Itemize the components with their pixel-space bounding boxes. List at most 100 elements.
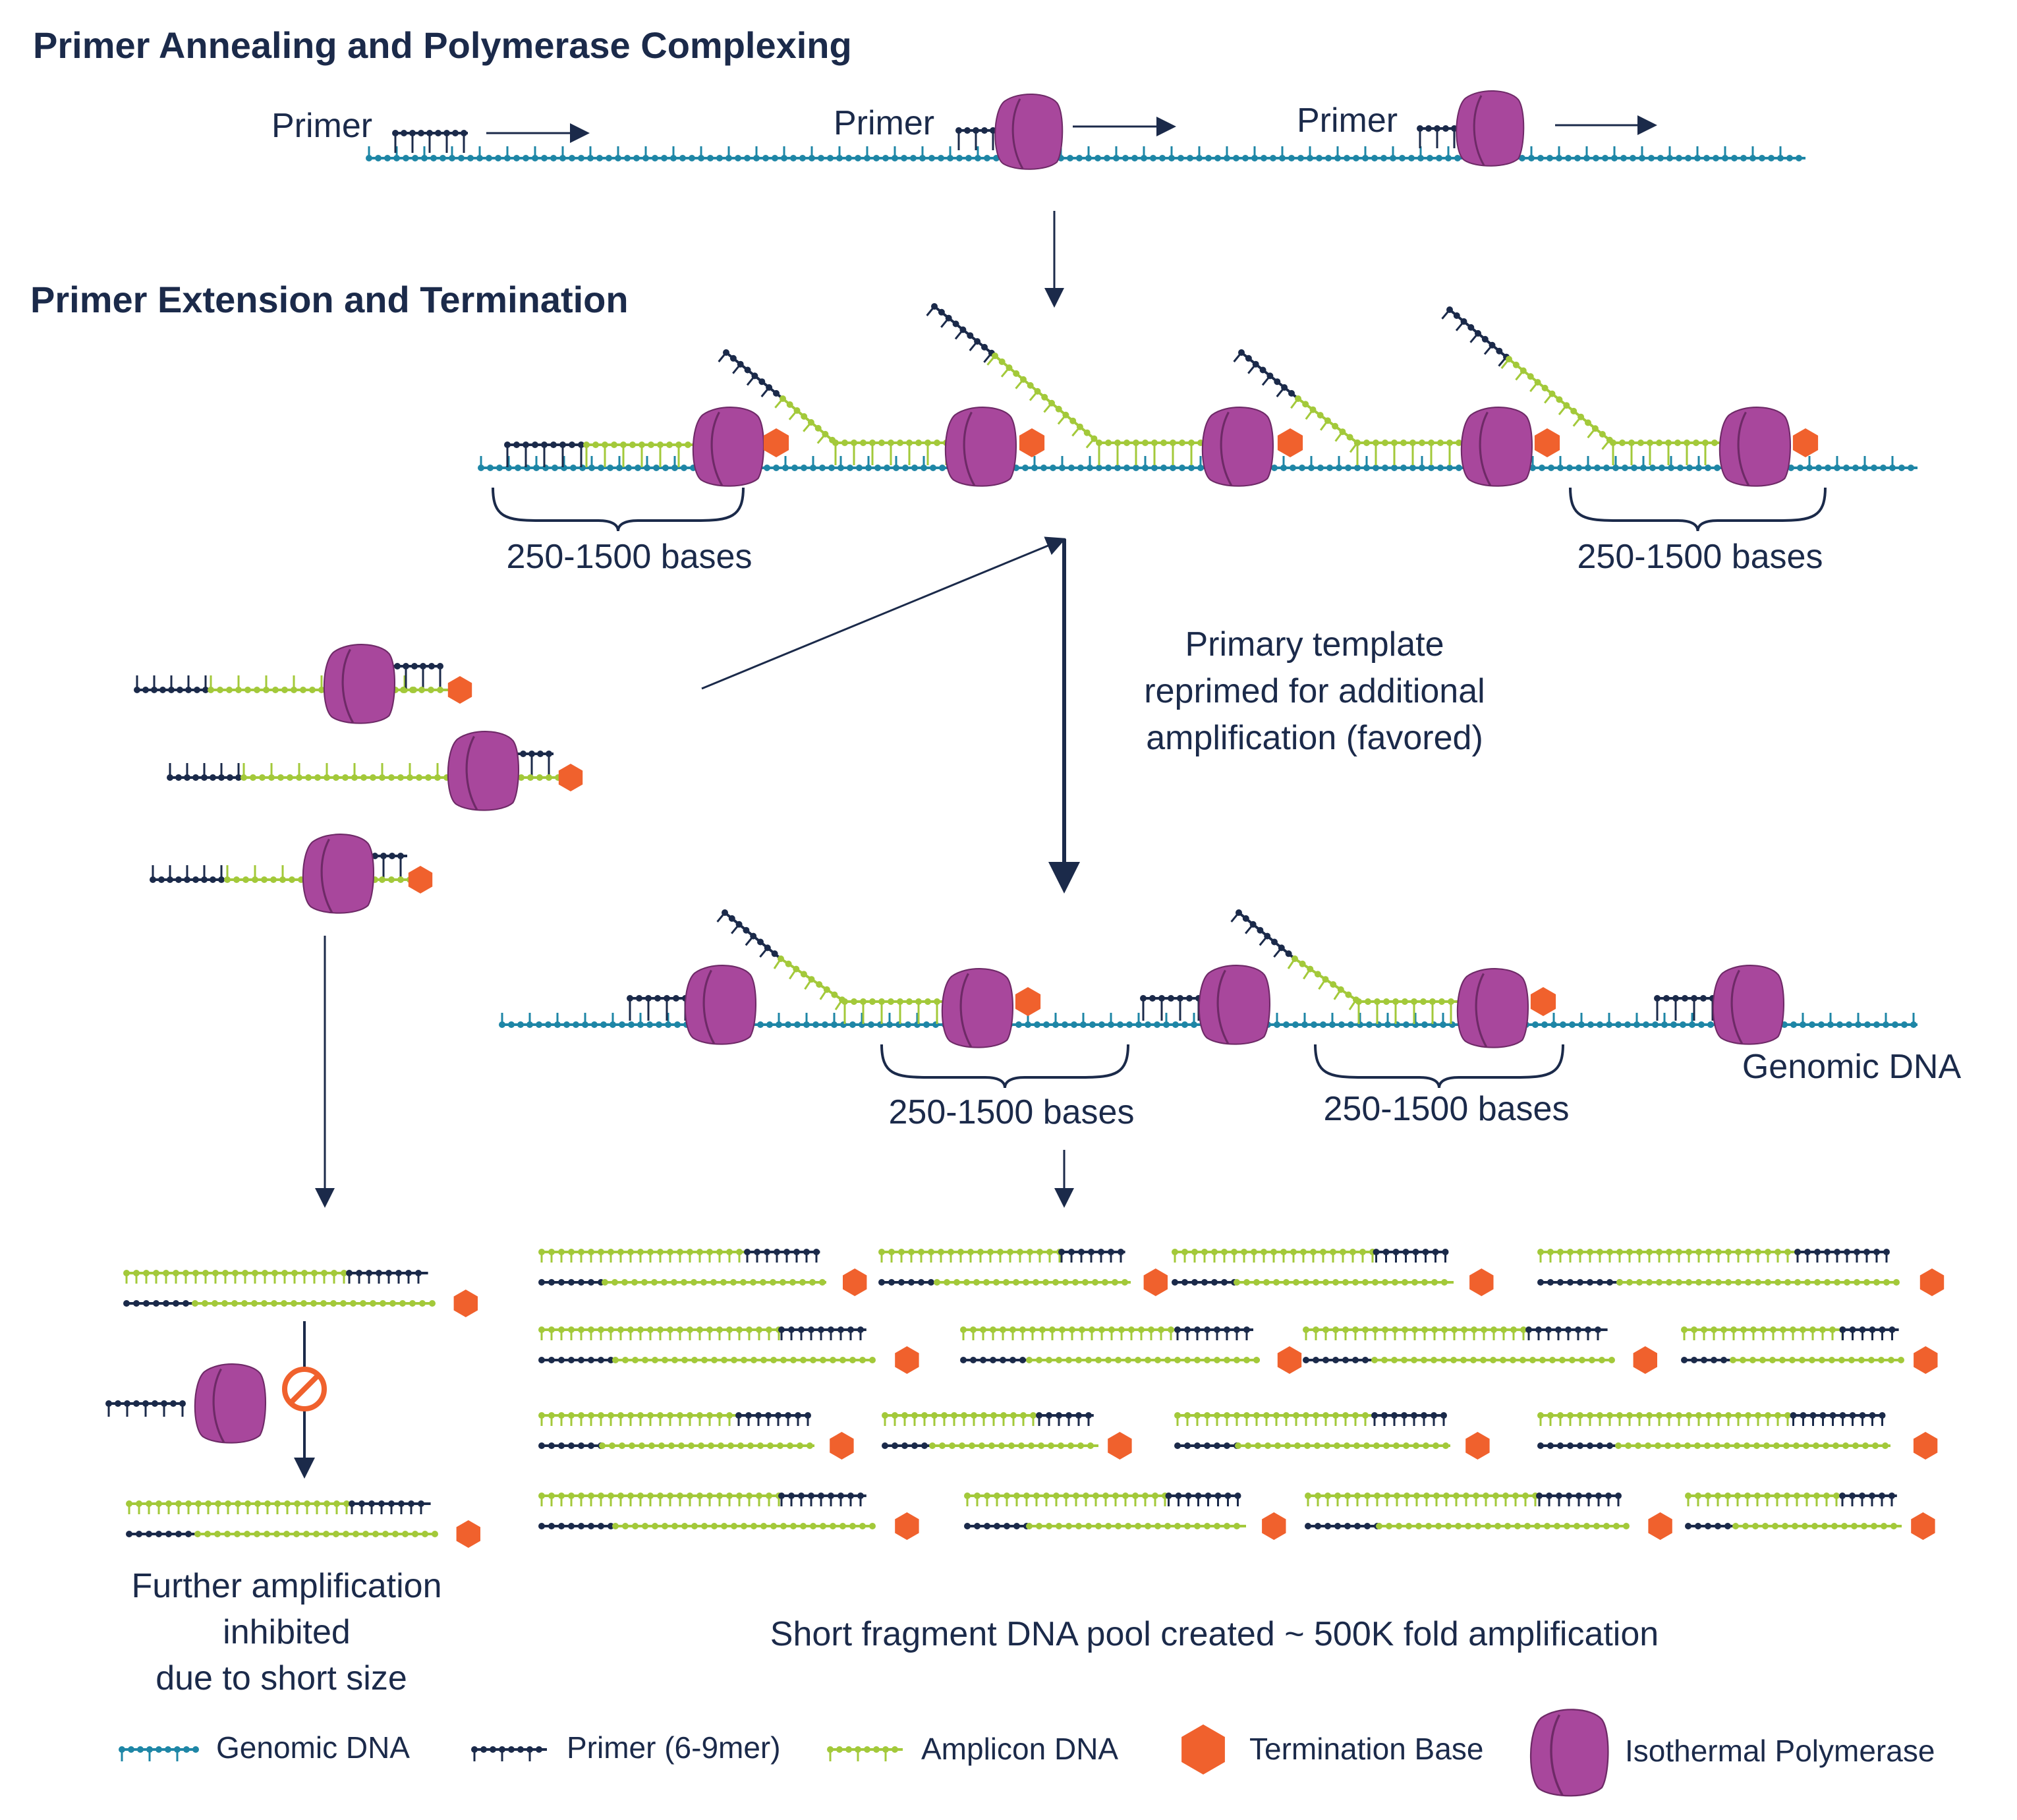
- genomic-strand-1-bead: [1685, 155, 1691, 161]
- pool-fragment-3-top-primer-ticks: [1375, 1252, 1446, 1263]
- genomic-strand-2-bead: [1400, 465, 1407, 471]
- legend-primer-swatch-bead: [480, 1746, 487, 1753]
- pool-fragment-13-bottom-amplicon-bead: [751, 1523, 757, 1529]
- pool-fragment-12-bottom-amplicon-bead: [1714, 1442, 1720, 1449]
- pool-fragment-1-bottom-amplicon-bead: [789, 1279, 796, 1286]
- released-fragment-2-amplicon-bead: [305, 774, 312, 781]
- pool-fragment-1-top-primer: [744, 1249, 820, 1263]
- pool-fragment-5-bottom-amplicon-bead: [612, 1357, 619, 1363]
- redisplaced-1-polymerase: [941, 968, 1014, 1048]
- pool-fragment-5-bottom-amplicon-bead: [820, 1357, 826, 1363]
- pool-fragment-6-bottom-amplicon-bead: [1224, 1357, 1230, 1363]
- primer-anneal-1: [392, 130, 468, 153]
- inhibited-fragment-1-bottom-primer: [123, 1300, 195, 1307]
- pool-fragment-8-bottom-amplicon-bead: [1730, 1357, 1736, 1363]
- pool-fragment-7-bottom-amplicon-bead: [1559, 1357, 1566, 1363]
- genomic-strand-3-bead: [573, 1021, 579, 1028]
- pool-fragment-3-bottom-amplicon-bead: [1243, 1279, 1250, 1286]
- pool-fragment-4-bottom-amplicon-bead: [1646, 1279, 1653, 1286]
- pool-fragment-15-bottom-amplicon: [1376, 1523, 1630, 1529]
- pool-fragment-11-termination-base: [1465, 1432, 1490, 1460]
- primer-anneal-2-bead: [981, 127, 988, 134]
- pool-fragment-7-termination-base: [1633, 1346, 1657, 1374]
- redisplaced-2-amplicon-annealed-bead: [1383, 998, 1390, 1005]
- pool-fragment-16-bottom-amplicon-bead: [1861, 1523, 1867, 1529]
- displaced-2-primer-bead: [938, 308, 945, 316]
- pool-fragment-13-bottom-amplicon-bead: [652, 1523, 658, 1529]
- genomic-strand-2-bead: [1409, 465, 1416, 471]
- displaced-3-amplicon-annealed-ticks: [1356, 443, 1469, 465]
- pool-fragment-13-bottom-amplicon-bead: [820, 1523, 826, 1529]
- pool-fragment-1-bottom-amplicon-bead: [681, 1279, 687, 1286]
- displaced-4-amplicon-diagonal-bead: [1512, 361, 1520, 368]
- genomic-strand-1-bead: [689, 155, 695, 161]
- pool-fragment-5-bottom-amplicon-bead: [839, 1357, 846, 1363]
- inhibited-fragment-1-bottom-primer-bead: [183, 1300, 189, 1307]
- reprime-polymerase-3-body: [1712, 965, 1785, 1045]
- genomic-strand-1-bead: [845, 155, 852, 161]
- pool-fragment-4-bottom-amplicon-bead: [1784, 1279, 1791, 1286]
- pool-fragment-9-bottom-amplicon-bead: [678, 1442, 685, 1449]
- pool-fragment-12-bottom-primer-bead: [1567, 1442, 1574, 1449]
- inhibited-fragment-2-bottom-primer-bead: [136, 1531, 142, 1537]
- genomic-strand-2-bead: [1566, 465, 1573, 471]
- pool-fragment-6-bottom-amplicon-bead: [1036, 1357, 1042, 1363]
- released-fragment-3-new-amplicon-bead: [397, 876, 404, 883]
- pool-fragment-16-bottom-amplicon-bead: [1851, 1523, 1858, 1529]
- pool-fragment-10-bottom-amplicon-bead: [1048, 1442, 1054, 1449]
- pool-fragment-9-bottom-primer-bead: [588, 1442, 594, 1449]
- pool-fragment-5-bottom-primer-bead: [578, 1357, 584, 1363]
- pool-fragment-10-bottom-amplicon-bead: [1038, 1442, 1044, 1449]
- genomic-strand-3-bead: [1560, 1021, 1566, 1028]
- genomic-strand-1-bead: [882, 155, 889, 161]
- legend-polymerase-label: Isothermal Polymerase: [1625, 1734, 1935, 1768]
- pool-fragment-13-bottom-amplicon-bead: [800, 1523, 807, 1529]
- pool-fragment-4-bottom-amplicon-bead: [1745, 1279, 1751, 1286]
- pool-fragment-2-bottom-amplicon-bead: [1112, 1279, 1118, 1286]
- inhibited-fragment-2-bottom-amplicon-bead: [273, 1531, 280, 1537]
- genomic-strand-2-bead: [1677, 465, 1684, 471]
- genomic-strand-2-bead: [1908, 465, 1914, 471]
- pool-fragment-8-bottom-amplicon-bead: [1878, 1357, 1885, 1363]
- released-fragment-2-amplicon-bead: [370, 774, 376, 781]
- displaced-2-amplicon-diagonal-bead: [1069, 417, 1077, 424]
- reprime-primer-1: [627, 995, 692, 1021]
- genomic-strand-2-bead: [847, 465, 853, 471]
- pool-fragment-3-bottom-amplicon-bead: [1234, 1279, 1240, 1286]
- pool-fragment-6-bottom-primer-bead: [1000, 1357, 1006, 1363]
- pool-fragment-3-bottom-amplicon: [1234, 1279, 1454, 1286]
- pool-fragment-12-bottom-amplicon-bead: [1783, 1442, 1790, 1449]
- inhibited-fragment-1-bottom-primer-bead: [153, 1300, 159, 1307]
- displaced-3-amplicon-annealed-bead: [1419, 440, 1425, 446]
- primer-extended-1-ticks: [506, 445, 582, 467]
- pool-fragment-8-bottom-primer-bead: [1701, 1357, 1707, 1363]
- pool-caption: Short fragment DNA pool created ~ 500K f…: [770, 1615, 1659, 1653]
- displaced-2-amplicon-annealed-bead: [1123, 440, 1130, 446]
- pool-fragment-15-top-primer-ticks: [1538, 1496, 1620, 1506]
- displaced-4-amplicon-annealed-ticks: [1612, 443, 1725, 465]
- inhibited-fragment-1-bottom-amplicon-bead: [320, 1300, 327, 1307]
- displaced-2-polymerase-cleft: [1220, 411, 1233, 486]
- reprime-note-line-3: amplification (favored): [1146, 719, 1483, 757]
- inhibited-fragment-2-bottom-amplicon-bead: [204, 1531, 211, 1537]
- pool-fragment-3-bottom-amplicon-bead: [1421, 1279, 1428, 1286]
- genomic-strand-2-bead: [570, 465, 577, 471]
- inhibited-fragment-1-bottom-amplicon-bead: [221, 1300, 228, 1307]
- pool-fragment-2-top-primer-ticks: [1060, 1252, 1122, 1263]
- released-fragment-2-primer-bead: [227, 774, 233, 781]
- inhibited-fragment-2-bottom-primer: [126, 1531, 198, 1537]
- genomic-strand-1-bead: [440, 155, 446, 161]
- pool-fragment-4-bottom-amplicon-bead: [1863, 1279, 1870, 1286]
- genomic-strand-3-bead: [1809, 1021, 1815, 1028]
- pool-fragment-5-bottom-primer-bead: [588, 1357, 594, 1363]
- pool-fragment-16-bottom-amplicon-bead: [1811, 1523, 1818, 1529]
- legend-termination-label: Termination Base: [1249, 1732, 1483, 1766]
- pool-fragment-7-bottom-primer-bead: [1332, 1357, 1339, 1363]
- redisplaced-1-amplicon-diagonal-bead: [800, 971, 807, 978]
- pool-fragment-14-bottom-amplicon-bead: [1075, 1523, 1082, 1529]
- reprime-polymerase-1: [684, 965, 757, 1045]
- free-polymerase: [194, 1363, 267, 1444]
- inhibited-note-line-1: Further amplification: [131, 1567, 441, 1605]
- pool-fragment-10-termination-base: [1108, 1432, 1132, 1460]
- genomic-strand-3-bead: [1587, 1021, 1594, 1028]
